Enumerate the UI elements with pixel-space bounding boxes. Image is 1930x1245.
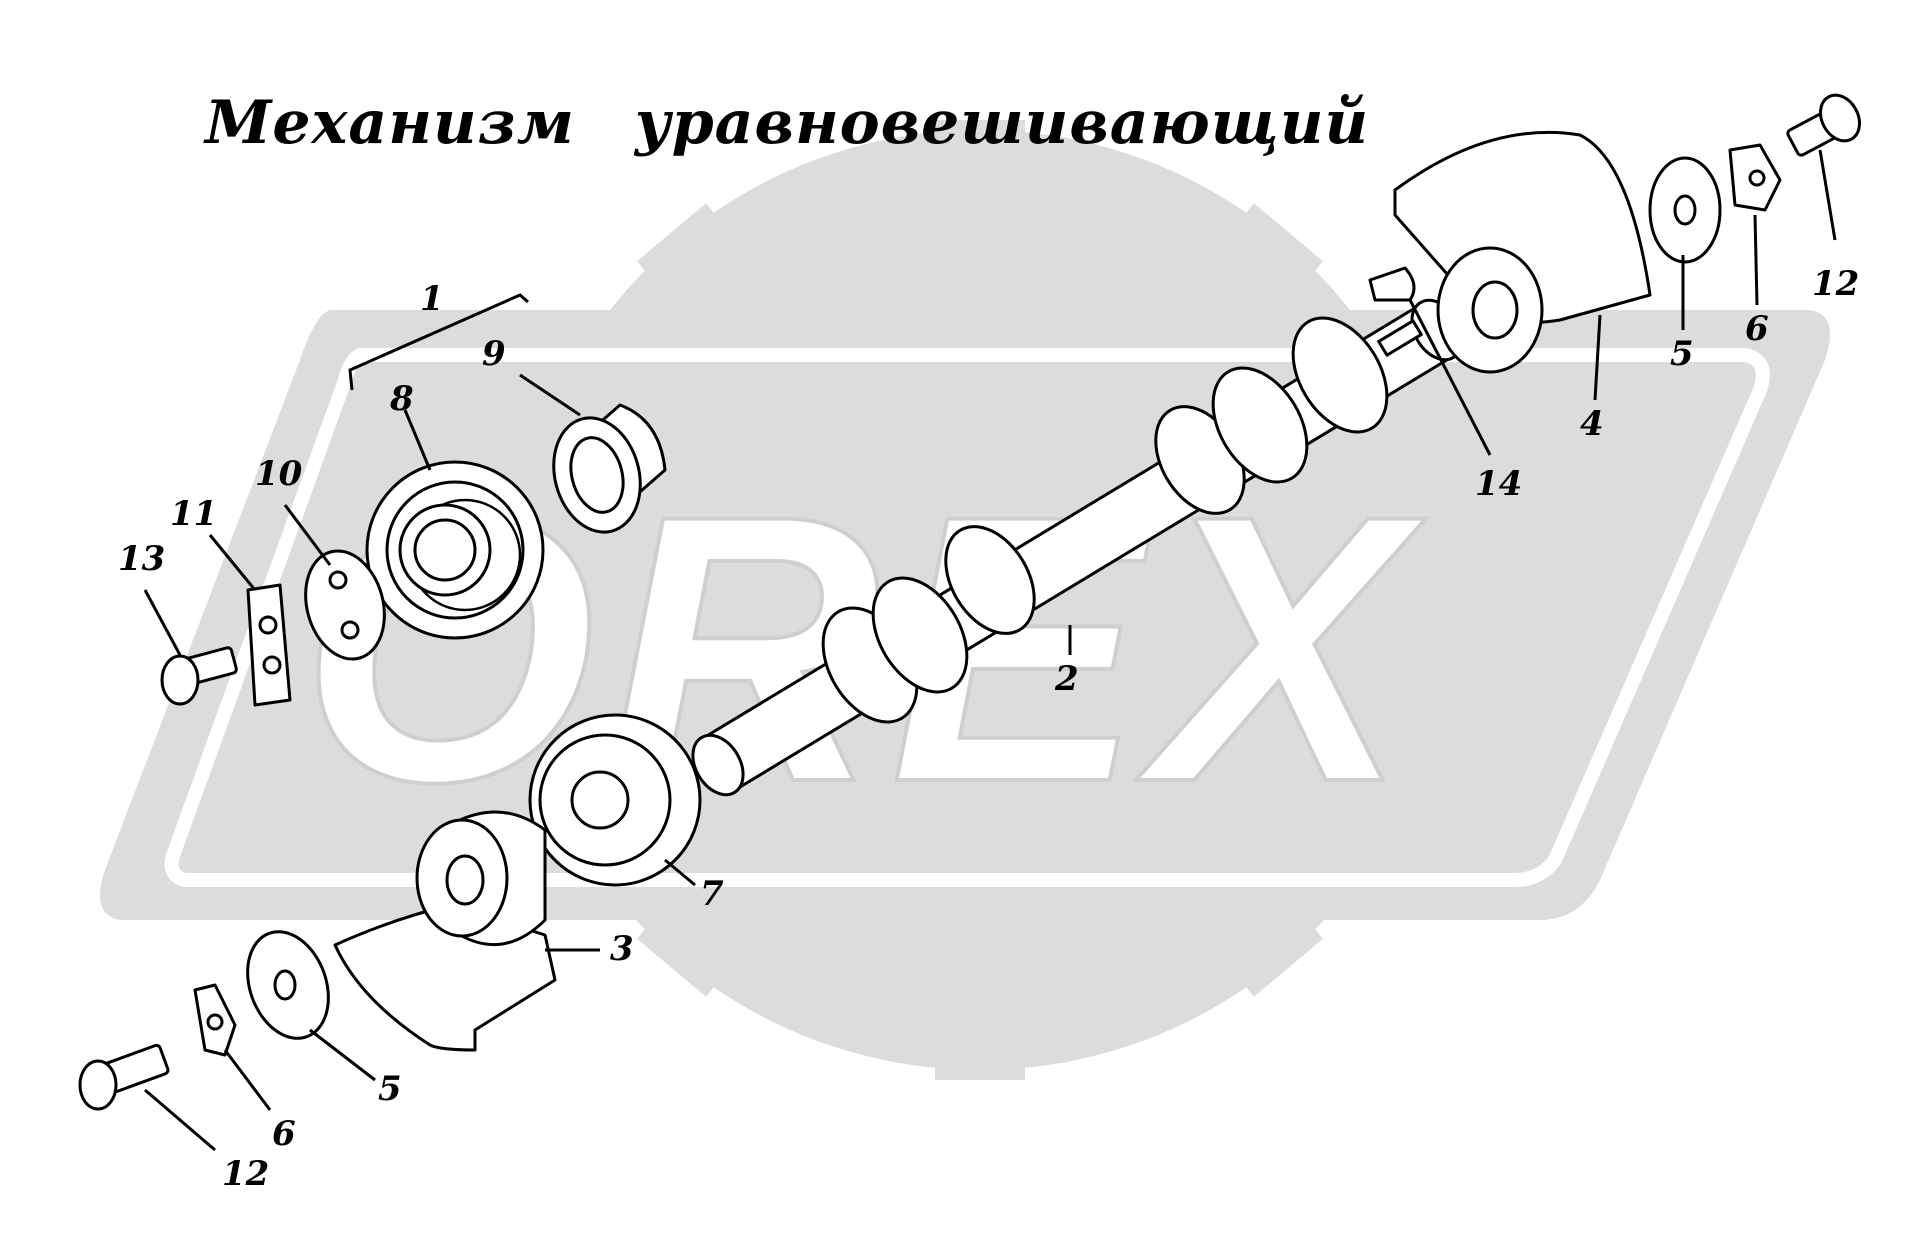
leader-4 xyxy=(1593,314,1602,401)
callout-5-lower: 5 xyxy=(378,1069,402,1109)
part-11-lock-plate xyxy=(246,583,292,707)
callout-6-lower: 6 xyxy=(272,1114,296,1154)
callout-9: 9 xyxy=(482,334,506,374)
leader-14 xyxy=(1408,299,1492,456)
callout-8: 8 xyxy=(389,379,414,419)
callout-10: 10 xyxy=(255,454,303,494)
callout-3: 3 xyxy=(610,929,634,969)
part-6-lock-plate-lower xyxy=(193,983,237,1057)
callout-labels: 1 2 3 4 5 5 6 6 7 8 9 10 11 12 12 13 14 xyxy=(118,264,1859,1194)
diagram-title: Механизм уравновешивающий xyxy=(205,88,1370,158)
part-14-key xyxy=(1368,266,1416,302)
part-6-lock-plate-upper xyxy=(1728,143,1782,212)
part-12-bolt-upper xyxy=(1786,93,1861,157)
leader-9 xyxy=(519,373,581,417)
part-3-counterweight-lower xyxy=(333,810,557,1052)
part-4-counterweight-upper xyxy=(1393,130,1652,374)
leader-12-lower xyxy=(144,1088,216,1152)
leader-lines xyxy=(143,149,1837,1152)
bracket-1 xyxy=(348,293,529,391)
part-12-bolt-lower xyxy=(78,1043,170,1111)
leader-8 xyxy=(403,409,432,471)
part-8-gear-upper xyxy=(365,460,545,640)
callout-13: 13 xyxy=(118,539,165,579)
watermark-inner-band xyxy=(164,348,1770,887)
part-13-bolt xyxy=(160,646,238,706)
leader-13 xyxy=(143,589,182,656)
callout-14: 14 xyxy=(1475,464,1522,504)
part-10-plate xyxy=(304,549,386,661)
leader-6-lower xyxy=(223,1049,272,1111)
part-9-bushing xyxy=(552,403,667,534)
leader-7 xyxy=(664,858,696,887)
callout-1: 1 xyxy=(420,279,444,319)
callout-7: 7 xyxy=(700,874,724,914)
leader-11 xyxy=(208,534,257,591)
callout-12-lower: 12 xyxy=(222,1154,269,1194)
callout-6-upper: 6 xyxy=(1745,309,1769,349)
leader-12-upper xyxy=(1818,149,1837,241)
callout-12-upper: 12 xyxy=(1812,264,1859,304)
leader-5-lower xyxy=(309,1028,376,1082)
leader-10 xyxy=(283,504,332,566)
leader-6-upper xyxy=(1753,214,1759,306)
callout-4: 4 xyxy=(1580,404,1604,444)
part-2-balance-shaft xyxy=(691,298,1464,797)
callout-5-upper: 5 xyxy=(1670,334,1694,374)
part-7-gear-lower xyxy=(528,713,702,887)
part-5-washer-upper xyxy=(1648,156,1722,264)
callout-2: 2 xyxy=(1054,659,1079,699)
callout-11: 11 xyxy=(170,494,217,534)
part-5-washer-lower xyxy=(246,930,330,1040)
